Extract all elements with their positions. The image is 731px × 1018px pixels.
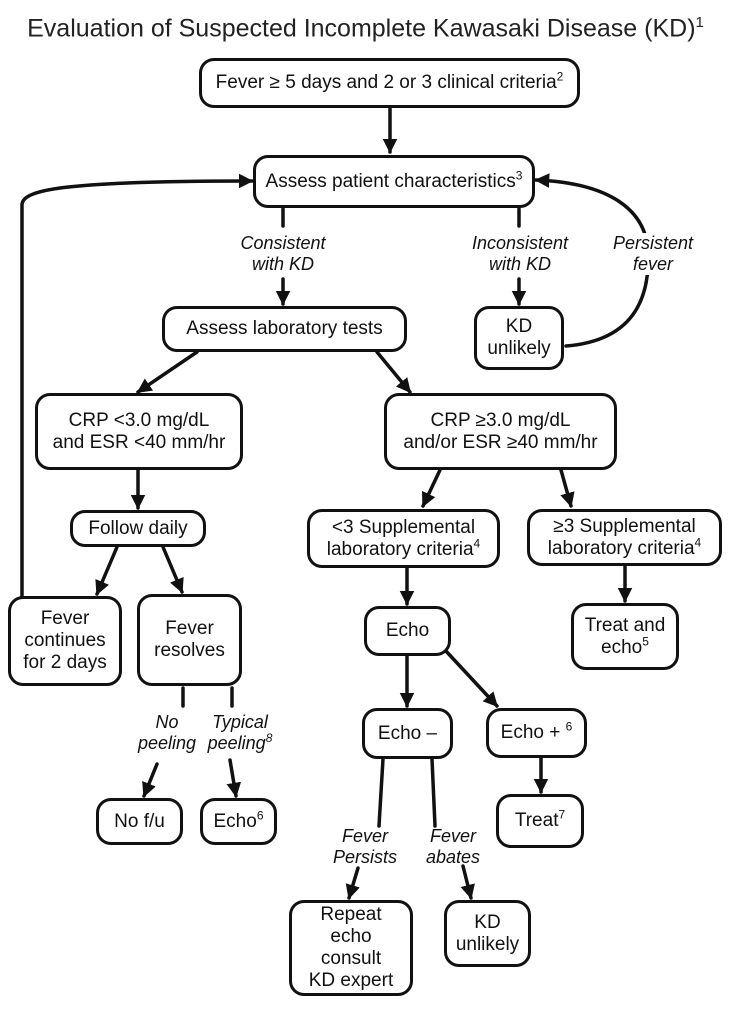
arrow-crp-high-to-supp-lt3	[421, 468, 442, 508]
treat7-box: Treat7	[496, 794, 584, 848]
arrow-lab-to-crp-high	[375, 350, 412, 394]
title-text: Evaluation of Suspected Incomplete Kawas…	[27, 14, 696, 43]
label-no-peeling: No peeling	[137, 712, 197, 753]
echo6-box: Echo6	[200, 798, 277, 845]
arrow-peeling-to-echo6	[226, 758, 242, 798]
kd-unlikely-bottom-box: KD unlikely	[444, 900, 531, 967]
arrow-follow-to-resolves	[161, 545, 184, 594]
follow-daily-box: Follow daily	[70, 510, 206, 547]
echo-box: Echo	[364, 606, 451, 656]
title-ref: 1	[695, 14, 704, 31]
arrow-no-peeling-to-nofu	[142, 762, 159, 798]
supp-lt3-box: <3 Supplemental laboratory criteria4	[307, 509, 500, 568]
crp-high-box: CRP ≥3.0 mg/dL and/or ESR ≥40 mm/hr	[384, 393, 617, 470]
echo-negative-box: Echo –	[362, 708, 453, 759]
crp-low-box: CRP <3.0 mg/dL and ESR <40 mm/hr	[35, 393, 243, 470]
label-typical-peeling: Typical peeling8	[207, 712, 273, 753]
arrow-follow-to-continues	[95, 545, 119, 596]
label-fever-persists: Fever Persists	[332, 826, 398, 867]
arrow-continues-loop	[20, 173, 254, 610]
label-fever-abates: Fever abates	[425, 826, 481, 867]
supp-ge3-box: ≥3 Supplemental laboratory criteria4	[527, 509, 722, 566]
arrow-abates-to-unlikely	[460, 864, 475, 900]
fever-criteria-box: Fever ≥ 5 days and 2 or 3 clinical crite…	[199, 58, 580, 108]
arrow-crp-high-to-supp-ge3	[559, 468, 575, 508]
arrow-persists-to-repeat	[345, 866, 360, 900]
diagram-title: Evaluation of Suspected Incomplete Kawas…	[0, 14, 731, 43]
connector-fever-abates	[430, 757, 437, 828]
fever-continues-box: Fever continues for 2 days	[8, 596, 122, 686]
assess-lab-box: Assess laboratory tests	[162, 306, 407, 352]
label-consistent-with-kd: Consistent with KD	[240, 233, 326, 274]
connector-fever-persists	[377, 757, 385, 828]
treat-echo-box: Treat and echo5	[571, 603, 679, 670]
assess-patient-box: Assess patient characteristics3	[253, 155, 535, 208]
fever-resolves-box: Fever resolves	[137, 594, 242, 686]
label-persistent-fever: Persistent fever	[610, 233, 696, 275]
arrow-echo-to-echo-pos	[443, 648, 499, 708]
echo-positive-box: Echo + 6	[486, 708, 587, 758]
kd-unlikely-top-box: KD unlikely	[474, 306, 564, 370]
no-followup-box: No f/u	[96, 798, 183, 845]
label-inconsistent-with-kd: Inconsistent with KD	[471, 233, 569, 274]
arrow-lab-to-crp-low	[136, 350, 199, 394]
repeat-echo-box: Repeat echo consult KD expert	[289, 900, 413, 996]
